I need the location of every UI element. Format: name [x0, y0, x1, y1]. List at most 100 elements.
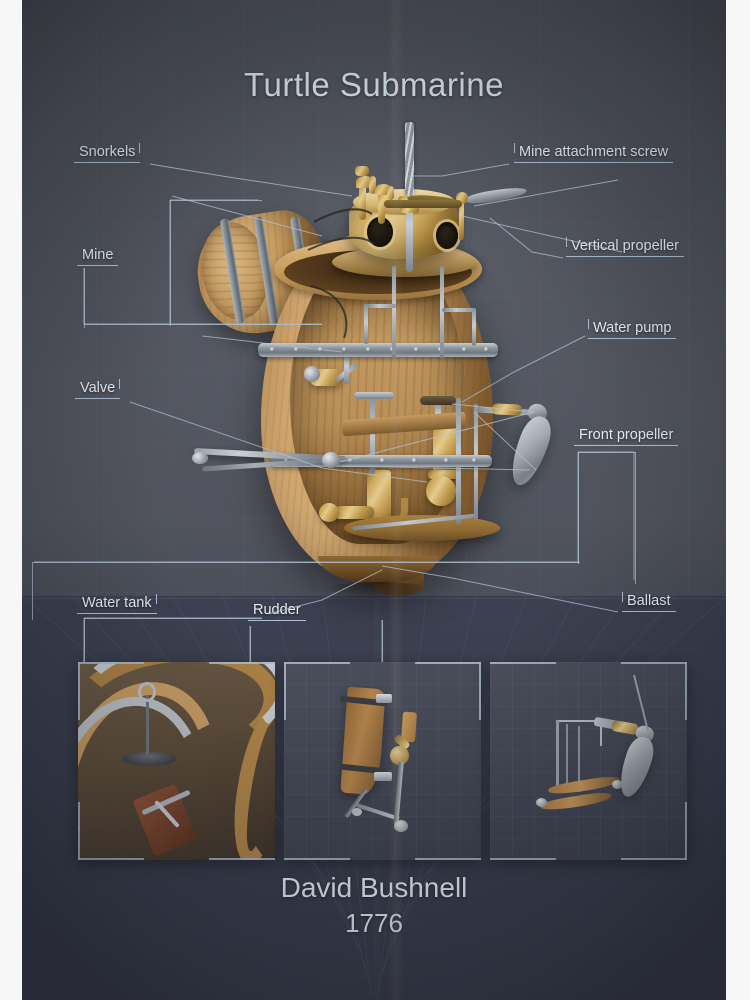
- callout-label-text: Vertical propeller: [571, 238, 679, 254]
- callout-water-pump[interactable]: Water pump: [588, 319, 677, 339]
- panel3-wire-a: [566, 724, 568, 792]
- panel-corner-tl-v: [284, 662, 286, 720]
- crank-knob: [304, 366, 320, 382]
- callout-label-text: Ballast: [627, 593, 671, 609]
- panel-grid: [490, 662, 687, 860]
- callout-mine-attachment-screw[interactable]: Mine attachment screw: [514, 143, 674, 163]
- mine-attachment-screw-part: [405, 122, 414, 196]
- callout-label-text: Mine: [82, 247, 114, 263]
- vertical-propeller-blade-right: [464, 185, 528, 206]
- frame-right-outer: [635, 452, 636, 584]
- frame-spine-front-prop: [578, 452, 579, 564]
- callout-tick: [566, 237, 567, 247]
- callout-tick: [622, 592, 623, 602]
- panel-corner-tl-h: [284, 662, 350, 664]
- callout-label-text: Water pump: [593, 320, 672, 336]
- page-title: Turtle Submarine: [244, 66, 504, 103]
- panel-corner-tr-h: [415, 662, 481, 664]
- porthole-right: [436, 222, 458, 249]
- vertical-propeller-shaft: [459, 196, 464, 240]
- panel-corner-tr-v: [685, 662, 687, 720]
- vertical-propeller-counter-blade: [384, 200, 462, 208]
- callout-snorkels[interactable]: Snorkels: [74, 143, 141, 163]
- panel2-hinge-bottom: [374, 772, 392, 781]
- frame-rudder-drop-right: [382, 620, 383, 664]
- callout-ballast[interactable]: Ballast: [622, 592, 676, 612]
- front-propeller-brass-collar: [491, 403, 523, 416]
- panel-corner-bl-h: [490, 858, 556, 860]
- panel3-vane-pin-right: [612, 780, 623, 789]
- ballast-pivot: [322, 452, 340, 468]
- callout-label-text: Rudder: [253, 602, 301, 618]
- callout-tick: [155, 594, 157, 604]
- snorkel-left-stack: [369, 176, 376, 194]
- frame-spine-mine: [170, 200, 171, 326]
- snorkel-right-tube: [378, 190, 385, 224]
- panel-corner-br-v: [685, 802, 687, 860]
- callout-tick: [588, 319, 589, 329]
- snorkel-right-bend: [375, 184, 392, 195]
- snorkel-left-tube: [359, 182, 366, 220]
- author-name: David Bushnell: [280, 872, 468, 903]
- crank-shaft: [344, 352, 349, 384]
- callout-front-propeller[interactable]: Front propeller: [574, 426, 679, 446]
- screw-mast: [406, 186, 413, 272]
- panel1-valve-ring: [138, 682, 156, 702]
- panel-corner-tl-h: [78, 662, 144, 664]
- guide-rod-right: [440, 266, 444, 358]
- panel1-valve-stem: [146, 696, 149, 754]
- callout-tick: [514, 143, 515, 153]
- panel-corner-bl-h: [78, 858, 144, 860]
- guide-drop-left: [364, 304, 368, 344]
- callout-rudder[interactable]: Rudder: [248, 601, 306, 621]
- detail-panel-rudder-and-crank[interactable]: [284, 662, 481, 860]
- detail-panel-valve-interior[interactable]: [78, 662, 275, 860]
- guide-elbow-right: [442, 308, 474, 312]
- pump-outlet-spout: [334, 506, 374, 519]
- callout-label-text: Water tank: [82, 595, 152, 611]
- front-propeller-blade: [504, 412, 557, 490]
- panel3-bracket-leg-left: [556, 720, 559, 786]
- frame-bottom-mine: [84, 324, 322, 325]
- screw-collar-b: [400, 206, 419, 213]
- valve-handle: [420, 396, 456, 405]
- panel2-crank-hub: [390, 746, 409, 765]
- panel3-vane-pin-left: [536, 798, 547, 807]
- frame-top-mine: [170, 200, 262, 201]
- callout-label-text: Snorkels: [79, 144, 136, 160]
- panel2-crank-foot: [394, 820, 408, 832]
- callout-label-text: Mine attachment screw: [519, 144, 669, 160]
- snorkel-right-stack: [387, 186, 394, 200]
- callout-tick: [119, 379, 121, 389]
- detail-panel-front-propeller-assembly[interactable]: [490, 662, 687, 860]
- panel-corner-br-h: [415, 858, 481, 860]
- panel-corner-tr-h: [209, 662, 275, 664]
- panel-corner-bl-v: [78, 802, 80, 860]
- valve-bulb: [426, 476, 456, 506]
- ballast-end-knob: [192, 452, 208, 464]
- frame-lower-rail: [32, 562, 580, 563]
- pump-handle: [354, 392, 394, 399]
- year-label: 1776: [345, 908, 403, 938]
- pump-outlet-cap: [319, 503, 339, 522]
- callout-mine[interactable]: Mine: [77, 246, 119, 266]
- guide-drop-right: [472, 308, 476, 346]
- snorkel-left-cap: [355, 166, 369, 176]
- panel-corner-br-h: [209, 858, 275, 860]
- panel2-pivot-left: [352, 808, 362, 816]
- hull-ground-shadow: [322, 582, 432, 600]
- callout-label-text: Valve: [80, 380, 116, 396]
- guide-elbow-left: [366, 304, 396, 308]
- panel-corner-br-h: [621, 858, 687, 860]
- callout-water-tank[interactable]: Water tank: [77, 594, 157, 614]
- callout-valve[interactable]: Valve: [75, 379, 121, 399]
- panel2-hinge-top: [376, 694, 392, 703]
- panel-corner-tl-h: [490, 662, 556, 664]
- panel-corner-tr-v: [479, 662, 481, 720]
- frame-spine-left: [84, 268, 85, 328]
- callout-vertical-propeller[interactable]: Vertical propeller: [566, 237, 684, 257]
- frame-top-front-prop: [578, 452, 636, 453]
- panel-corner-tl-v: [78, 662, 80, 720]
- guide-rod-left: [392, 266, 396, 358]
- poster-canvas: Snorkels Mine attachment screw Vertical …: [22, 0, 726, 1000]
